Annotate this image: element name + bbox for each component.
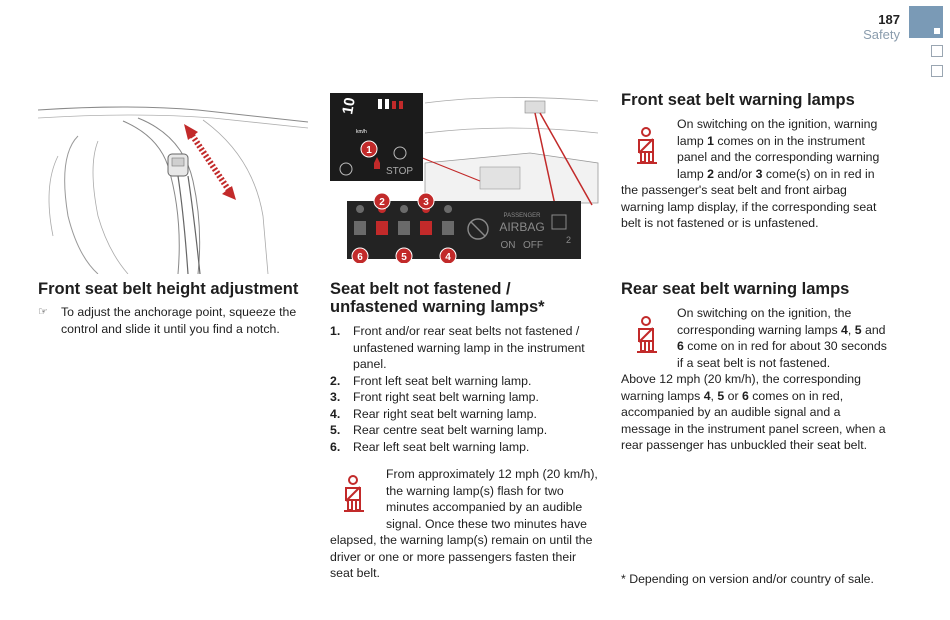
chapter-tab <box>931 45 943 57</box>
lamp-ref: 6 <box>742 388 749 403</box>
item-text: Front left seat belt warning lamp. <box>353 373 532 388</box>
text-run: comes on in red, accompanied by an audib… <box>621 388 886 453</box>
item-text: Rear centre seat belt warning lamp. <box>353 423 548 437</box>
item-number: 4. <box>330 406 341 421</box>
speed-readout: 10 <box>339 96 359 115</box>
callout-3: 3 <box>423 197 429 208</box>
item-number: 6. <box>330 439 341 454</box>
front-lamps-text: On switching on the ignition, warning la… <box>621 116 891 232</box>
text-run: come on in red for about 30 seconds if a… <box>677 339 887 370</box>
item-text: Rear right seat belt warning lamp. <box>353 406 537 421</box>
text-run: On switching on the ignition, warning la… <box>677 117 878 148</box>
footnote: * Depending on version and/or country of… <box>621 572 874 586</box>
seatbelt-height-illustration <box>38 106 309 274</box>
airbag-off-label: OFF <box>523 240 543 251</box>
text-run: Above 12 mph (20 km/h), the correspondin… <box>621 372 861 403</box>
front-lamps-section: Front seat belt warning lamps On switchi… <box>621 91 891 232</box>
callout-4: 4 <box>445 252 451 263</box>
list-item: 1. Front and/or rear seat belts not faste… <box>330 323 600 373</box>
text-run: or <box>724 388 743 403</box>
airbag-label: AIRBAG <box>499 220 544 234</box>
text-run: come(s) on in red in the passenger's sea… <box>621 166 877 231</box>
pointing-hand-icon: ☞ <box>38 306 48 318</box>
unfastened-lamps-section: Seat belt not fastened / unfastened warn… <box>330 280 600 582</box>
section-heading: Front seat belt height adjustment <box>38 280 299 298</box>
text-run: and <box>861 322 886 337</box>
item-text: Front right seat belt warning lamp. <box>353 390 539 404</box>
callout-6: 6 <box>357 252 363 263</box>
airbag-on-label: ON <box>501 240 516 251</box>
lamp-ref: 6 <box>677 339 684 353</box>
text-run: comes on in the instrument panel and the… <box>677 133 880 181</box>
stop-label: STOP <box>386 166 413 177</box>
list-item: 3. Front right seat belt warning lamp. <box>330 389 600 406</box>
section-title: Safety <box>863 27 900 42</box>
lamp-ref: 3 <box>755 166 763 181</box>
seatbelt-warning-icon <box>621 116 677 182</box>
text-run: , <box>847 322 855 337</box>
item-number: 1. <box>330 324 341 338</box>
chapter-tab <box>931 65 943 77</box>
seatbelt-warning-icon <box>330 466 386 532</box>
callout-1: 1 <box>366 145 372 156</box>
lamp-list: 1. Front and/or rear seat belts not faste… <box>330 323 600 455</box>
list-item: 4. Rear right seat belt warning lamp. <box>330 406 600 423</box>
item-text: Front and/or rear seat belts not fastene… <box>353 324 585 371</box>
text-run: On switching on the ignition, the corres… <box>677 306 852 337</box>
heading-line: Seat belt not fastened / <box>330 280 511 298</box>
height-adjustment-section: Front seat belt height adjustment ☞ To a… <box>38 280 310 337</box>
speed-unit: km/h <box>356 129 367 135</box>
page-number: 187 <box>878 12 900 27</box>
warning-lamps-illustration: 10 km/h STOP 1 PASSENGER AIRBAG ON OFF 2… <box>330 93 599 263</box>
instruction-text: To adjust the anchorage point, squeeze t… <box>61 305 297 336</box>
item-text: Rear left seat belt warning lamp. <box>353 439 530 454</box>
svg-text:2: 2 <box>566 235 571 245</box>
section-heading: Seat belt not fastened / unfastened warn… <box>330 280 600 316</box>
instruction-bullet: ☞ To adjust the anchorage point, squeeze… <box>38 304 310 337</box>
lamp-ref: 4 <box>703 388 711 403</box>
lamp-ref: 4 <box>841 322 848 337</box>
flash-note-text: From approximately 12 mph (20 km/h), the… <box>330 467 598 580</box>
item-number: 2. <box>330 373 341 388</box>
lamp-ref: 1 <box>707 133 714 148</box>
list-item: 6. Rear left seat belt warning lamp. <box>330 439 600 456</box>
list-item: 2. Front left seat belt warning lamp. <box>330 373 600 390</box>
seatbelt-warning-icon <box>621 305 677 371</box>
flash-note: From approximately 12 mph (20 km/h), the… <box>330 466 600 582</box>
heading-line: unfastened warning lamps* <box>330 298 545 316</box>
text-run: , <box>710 388 718 403</box>
lamp-ref: 2 <box>707 166 714 181</box>
list-item: 5. Rear centre seat belt warning lamp. <box>330 422 600 439</box>
item-number: 5. <box>330 423 341 437</box>
item-number: 3. <box>330 390 341 404</box>
text-run: and/or <box>713 166 756 181</box>
lamp-ref: 5 <box>854 322 862 337</box>
section-heading: Front seat belt warning lamps <box>621 91 855 109</box>
callout-2: 2 <box>379 197 385 208</box>
rear-lamps-section: Rear seat belt warning lamps On switchin… <box>621 280 891 454</box>
chapter-tab-active <box>909 6 943 38</box>
passenger-label: PASSENGER <box>504 213 542 219</box>
rear-lamps-text: On switching on the ignition, the corres… <box>621 305 891 454</box>
callout-5: 5 <box>401 252 407 263</box>
section-heading: Rear seat belt warning lamps <box>621 280 850 298</box>
lamp-ref: 5 <box>717 388 725 403</box>
